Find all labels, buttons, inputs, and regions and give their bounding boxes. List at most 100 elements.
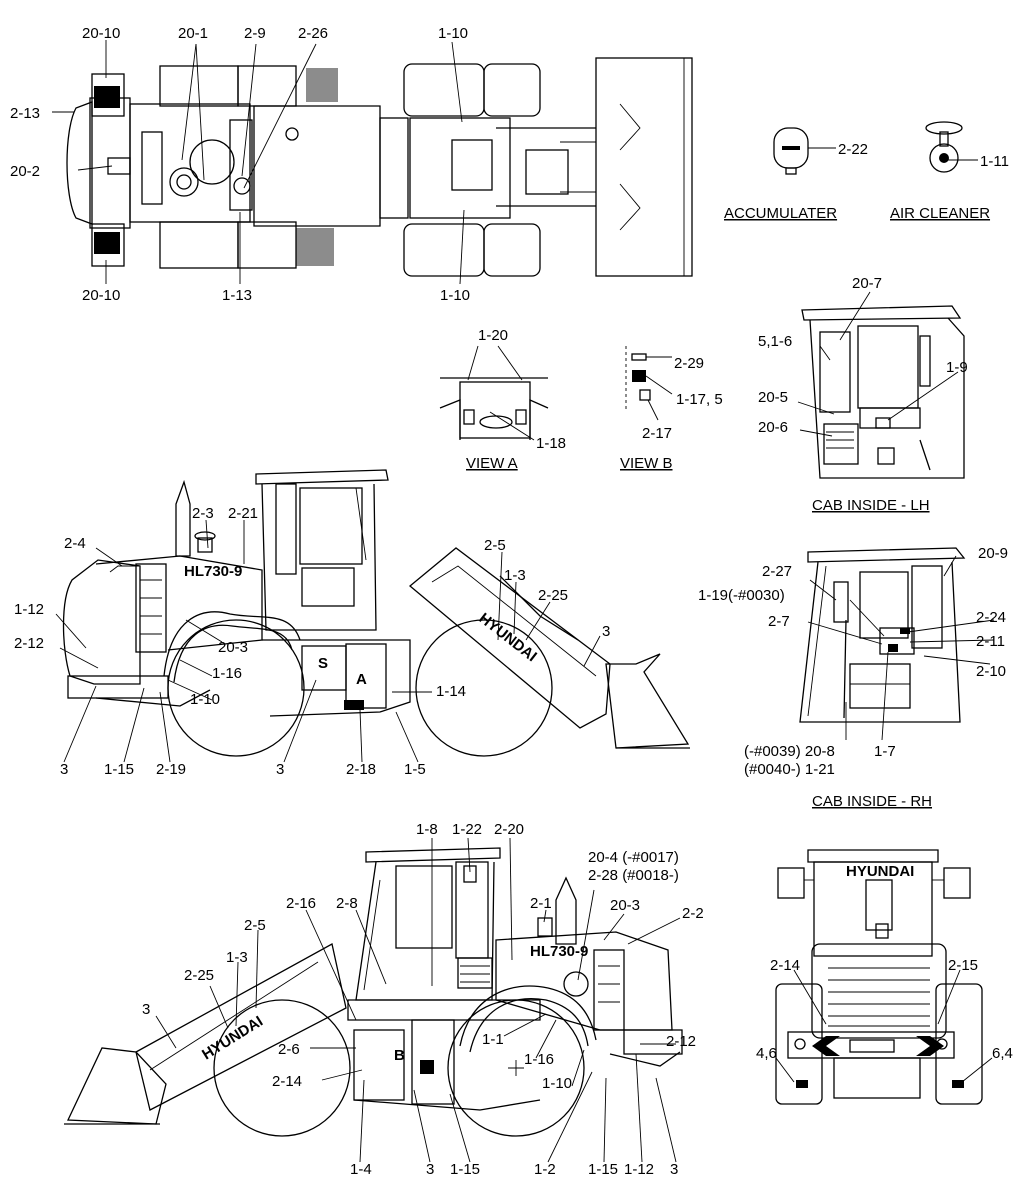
label-1-17-5: 1-17, 5 (676, 391, 723, 408)
label-1-9: 1-9 (946, 359, 968, 376)
label-1-10-left: 1-10 (190, 691, 220, 708)
left-side-labels: 2-3 2-21 2-4 2-5 1-3 2-25 3 1-12 2-12 20… (14, 505, 610, 778)
label-1-15-right-a: 1-15 (450, 1161, 480, 1178)
label-20-1: 20-1 (178, 25, 208, 42)
label-1-4: 1-4 (350, 1161, 372, 1178)
label-1-16-right: 1-16 (524, 1051, 554, 1068)
label-2-8: 2-8 (336, 895, 358, 912)
caption-air-cleaner: AIR CLEANER (890, 205, 990, 222)
label-2-5-left: 2-5 (484, 537, 506, 554)
model-badge-left: HL730-9 (184, 563, 242, 580)
cab-inside-lh-drawing: 20-7 5,1-6 1-9 20-5 20-6 (758, 275, 968, 479)
label-2-2: 2-2 (682, 905, 704, 922)
left-side-leaders (55, 519, 601, 763)
top-view-machine (66, 57, 693, 277)
label-2-1: 2-1 (530, 895, 552, 912)
rear-view-machine: HYUNDAI 2-14 2-15 4,6 6,4 (756, 849, 1013, 1105)
label-1-7: 1-7 (874, 743, 896, 760)
label-2-24: 2-24 (976, 609, 1006, 626)
label-1-10-bottom: 1-10 (440, 287, 470, 304)
label-2-15: 2-15 (948, 957, 978, 974)
label-2-5-right: 2-5 (244, 917, 266, 934)
label-5-1-6: 5,1-6 (758, 333, 792, 350)
label-2-25-right: 2-25 (184, 967, 214, 984)
top-view-labels: 20-10 20-1 2-9 2-26 1-10 2-13 20-2 20-10… (10, 25, 470, 304)
caption-cab-inside-lh: CAB INSIDE - LH (812, 497, 930, 514)
label-2-4: 2-4 (64, 535, 86, 552)
top-view-leaders (52, 40, 465, 285)
cab-inside-rh-drawing: 2-27 20-9 1-19(-#0030) 2-24 2-7 2-11 2-1… (698, 545, 1008, 778)
label-2-14-right: 2-14 (272, 1073, 302, 1090)
label-2-7: 2-7 (768, 613, 790, 630)
model-badge-right: HL730-9 (530, 943, 588, 960)
label-2-27: 2-27 (762, 563, 792, 580)
label-1-3-right: 1-3 (226, 949, 248, 966)
label-3-left-rear: 3 (60, 761, 68, 778)
view-a-mark-left: A (356, 671, 367, 688)
label-2-22: 2-22 (838, 141, 868, 158)
air-cleaner-drawing: 1-11 (925, 121, 1009, 173)
label-2-12-left: 2-12 (14, 635, 44, 652)
view-a-drawing: 1-20 1-18 (439, 327, 566, 452)
label-20-5: 20-5 (758, 389, 788, 406)
label-6-4: 6,4 (992, 1045, 1013, 1062)
label-2-25-left: 2-25 (538, 587, 568, 604)
label-2-20: 2-20 (494, 821, 524, 838)
label-3-right-arm: 3 (142, 1001, 150, 1018)
label-2-16: 2-16 (286, 895, 316, 912)
label-2-13: 2-13 (10, 105, 40, 122)
label-1-15-left: 1-15 (104, 761, 134, 778)
label-2-26: 2-26 (298, 25, 328, 42)
label-1-10-top: 1-10 (438, 25, 468, 42)
label-1-12-left: 1-12 (14, 601, 44, 618)
label-1-8: 1-8 (416, 821, 438, 838)
label-20-10-top: 20-10 (82, 25, 120, 42)
caption-view-b: VIEW B (620, 455, 673, 472)
label-2-17: 2-17 (642, 425, 672, 442)
label-1-2: 1-2 (534, 1161, 556, 1178)
label-2-11: 2-11 (976, 633, 1005, 650)
label-1-22: 1-22 (452, 821, 482, 838)
label-2-10: 2-10 (976, 663, 1006, 680)
caption-view-a: VIEW A (466, 455, 518, 472)
label-3-right-frame: 3 (426, 1161, 434, 1178)
label-20-2: 20-2 (10, 163, 40, 180)
view-b-drawing: 2-29 1-17, 5 2-17 (625, 346, 723, 442)
label-1-14: 1-14 (436, 683, 466, 700)
label-2-29: 2-29 (674, 355, 704, 372)
label-2-3: 2-3 (192, 505, 214, 522)
label-1-15-right-b: 1-15 (588, 1161, 618, 1178)
label-1-19: 1-19(-#0030) (698, 587, 785, 604)
label-3-right-rear: 3 (670, 1161, 678, 1178)
label-1-16-left: 1-16 (212, 665, 242, 682)
caption-cab-inside-rh: CAB INSIDE - RH (812, 793, 932, 810)
label-20-7: 20-7 (852, 275, 882, 292)
accumulator-drawing: 2-22 (773, 127, 868, 175)
right-side-view-machine: HL730-9 B HYUNDAI (64, 847, 683, 1137)
label-1-12-right: 1-12 (624, 1161, 654, 1178)
svg-text:S: S (318, 655, 328, 672)
label-1-18: 1-18 (536, 435, 566, 452)
label-2-18: 2-18 (346, 761, 376, 778)
label-1-3-left: 1-3 (504, 567, 526, 584)
label-1-5: 1-5 (404, 761, 426, 778)
label-2-14-rear: 2-14 (770, 957, 800, 974)
label-20-8: (-#0039) 20-8 (744, 743, 835, 760)
label-20-3-right: 20-3 (610, 897, 640, 914)
label-1-11: 1-11 (980, 153, 1009, 170)
label-1-21: (#0040-) 1-21 (744, 761, 835, 778)
label-2-9: 2-9 (244, 25, 266, 42)
left-side-view-machine: HL730-9 S A HYUNDAI (62, 469, 690, 757)
label-20-3-left: 20-3 (218, 639, 248, 656)
label-20-4: 20-4 (-#0017) (588, 849, 679, 866)
label-1-13: 1-13 (222, 287, 252, 304)
label-3-left-frame: 3 (276, 761, 284, 778)
label-20-9: 20-9 (978, 545, 1008, 562)
hyundai-logo-rear: HYUNDAI (846, 863, 914, 880)
right-side-leaders (155, 837, 681, 1163)
label-2-21: 2-21 (228, 505, 258, 522)
label-2-19: 2-19 (156, 761, 186, 778)
label-1-20: 1-20 (478, 327, 508, 344)
label-3-left-arm: 3 (602, 623, 610, 640)
label-20-10-bottom: 20-10 (82, 287, 120, 304)
